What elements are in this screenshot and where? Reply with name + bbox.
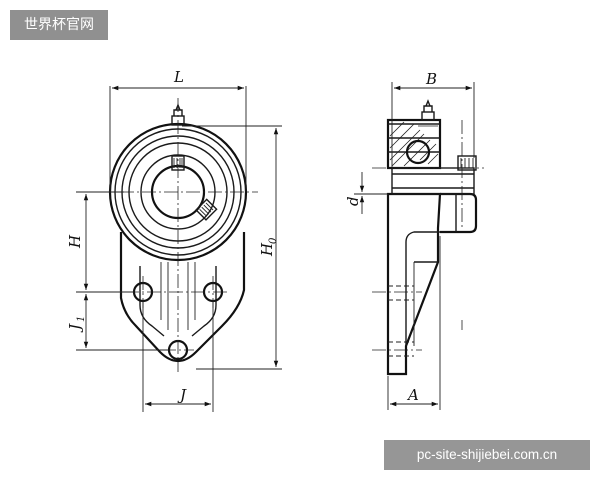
label-J1: J 1 [66,316,87,333]
set-screw-side [457,155,477,171]
svg-text:0: 0 [268,237,279,244]
watermark-bottom: pc-site-shijiebei.com.cn [384,440,590,470]
watermark-top: 世界杯官网 [10,10,108,40]
front-view: L J H J 1 H 0 [66,68,282,412]
svg-text:H: H [258,242,276,257]
side-plate-outline [386,192,442,376]
label-A: A [406,386,419,404]
flange-outline [119,232,246,363]
label-H: H [66,234,84,249]
housing-hatching [389,121,439,167]
set-screw-diagonal [195,198,218,221]
label-H0: H 0 [258,237,279,257]
side-view: B A d [344,70,484,410]
svg-text:J: J [66,323,84,333]
label-B: B [425,70,437,88]
svg-text:1: 1 [76,316,87,322]
side-hub [440,192,478,234]
label-J: J [177,386,187,404]
label-d: d [344,196,362,206]
grease-nipple-side [421,99,435,121]
label-L: L [173,68,184,86]
side-ball [405,139,431,165]
